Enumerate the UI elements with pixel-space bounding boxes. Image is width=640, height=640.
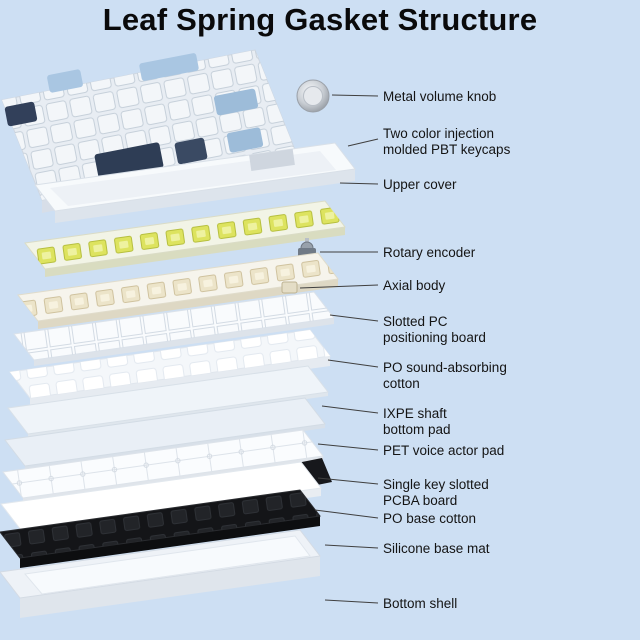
bottom-shell-layer bbox=[0, 529, 321, 618]
leader-line bbox=[347, 138, 379, 147]
positioning-board-layer bbox=[13, 291, 335, 366]
label-silicone-mat: Silicone base mat bbox=[383, 541, 490, 556]
leader-line bbox=[317, 477, 379, 485]
label-pet-pad: PET voice actor pad bbox=[383, 443, 505, 458]
leader-line bbox=[327, 359, 379, 368]
leader-line bbox=[324, 599, 379, 604]
axial-body-part bbox=[281, 281, 298, 294]
switches-layer-top bbox=[24, 200, 346, 277]
label-ixpe-pad: IXPE shaft bottom pad bbox=[383, 406, 451, 437]
leader-line bbox=[329, 314, 379, 322]
leader-line bbox=[339, 182, 379, 185]
leader-line bbox=[321, 405, 379, 414]
leader-lines bbox=[299, 94, 379, 604]
label-axial-body: Axial body bbox=[383, 278, 446, 293]
switches-layer-bottom bbox=[17, 252, 339, 329]
label-upper-cover: Upper cover bbox=[383, 177, 457, 192]
leader-line bbox=[299, 284, 379, 289]
leader-line bbox=[331, 94, 379, 97]
label-sound-absorbing-cotton: PO sound-absorbing cotton bbox=[383, 360, 507, 391]
volume-knob-part bbox=[296, 79, 330, 113]
upper-cover-layer bbox=[34, 142, 356, 223]
leader-line bbox=[314, 509, 379, 519]
silicone-mat-layer bbox=[0, 489, 321, 568]
label-positioning-board: Slotted PC positioning board bbox=[383, 314, 486, 345]
label-metal-volume-knob: Metal volume knob bbox=[383, 89, 497, 104]
label-pcba-board: Single key slotted PCBA board bbox=[383, 477, 489, 508]
label-base-cotton: PO base cotton bbox=[383, 511, 477, 526]
label-rotary-encoder: Rotary encoder bbox=[383, 245, 476, 260]
leader-line bbox=[317, 443, 379, 451]
leader-line bbox=[324, 544, 379, 549]
diagram-title: Leaf Spring Gasket Structure bbox=[102, 2, 538, 37]
label-pbt-keycaps: Two color injection molded PBT keycaps bbox=[383, 126, 511, 157]
label-bottom-shell: Bottom shell bbox=[383, 596, 458, 611]
